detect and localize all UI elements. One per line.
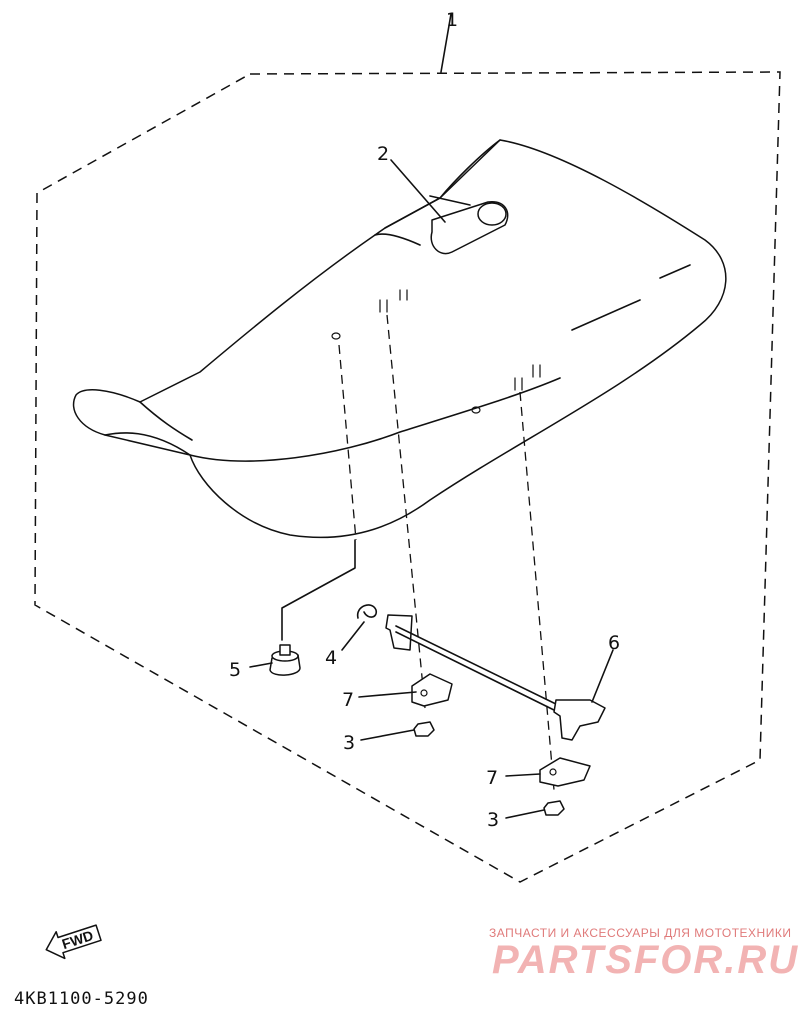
bracket-part-lower [539, 757, 591, 787]
bracket-part-upper [411, 673, 453, 707]
callout-leader-5 [249, 662, 273, 668]
fwd-arrow-icon: FWD [45, 924, 102, 960]
callout-7b: 7 [486, 767, 498, 789]
nut-part-lower [543, 800, 565, 816]
callout-leader-1 [440, 13, 452, 73]
dash-line-b [386, 314, 426, 709]
seat-hook [429, 195, 509, 255]
dash-line-c [519, 391, 555, 791]
callout-5: 5 [229, 659, 241, 681]
lock-assembly [385, 614, 606, 741]
watermark-tagline: ЗАПЧАСТИ И АКСЕССУАРЫ ДЛЯ МОТОТЕХНИКИ [489, 926, 791, 940]
callout-leader-6 [591, 649, 614, 703]
watermark-brand: PARTSFOR.RU [492, 938, 799, 982]
leader-seat-to-5 [281, 539, 356, 641]
clip-part [356, 604, 378, 619]
callout-leader-7b [505, 773, 541, 777]
callout-3a: 3 [343, 732, 355, 754]
callout-leader-2 [390, 159, 446, 223]
damper-part [269, 644, 301, 676]
callout-6: 6 [608, 632, 620, 654]
nut-part-upper [413, 721, 435, 737]
dash-line-a [338, 344, 357, 541]
callout-leader-3b [505, 809, 545, 819]
callout-leader-3a [360, 729, 415, 741]
callout-leader-7a [358, 691, 417, 698]
callout-1: 1 [446, 9, 458, 31]
callout-2: 2 [377, 143, 389, 165]
seat [72, 139, 727, 539]
callout-7a: 7 [342, 689, 354, 711]
callout-leader-4 [341, 621, 365, 651]
callout-3b: 3 [487, 809, 499, 831]
assembly-boundary [34, 71, 781, 883]
part-code: 4KB1100-5290 [14, 989, 149, 1009]
callout-4: 4 [325, 647, 337, 669]
